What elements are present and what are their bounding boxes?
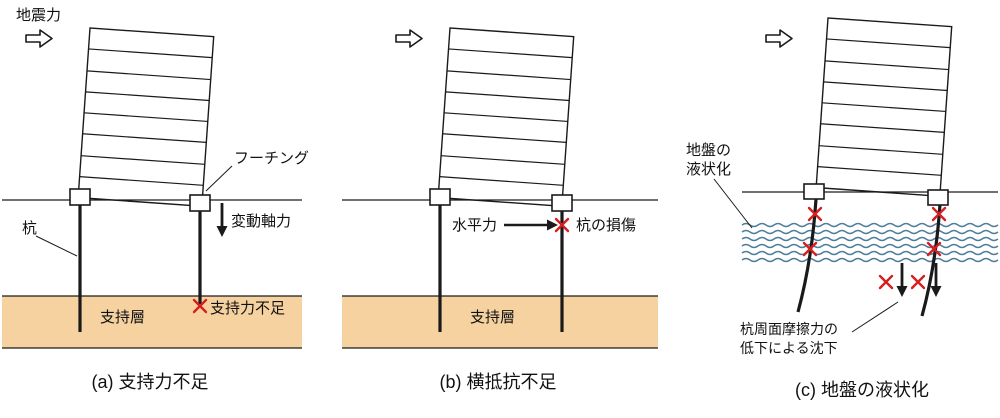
caption-b: (b) 横抵抗不足 [440,372,557,392]
caption-a: (a) 支持力不足 [92,372,209,392]
seismic-arrow-icon-b [395,29,423,48]
building-a [77,27,215,207]
panel-b: 水平力 杭の損傷 支持層 (b) 横抵抗不足 [342,27,658,392]
seismic-arrow-icon-c [765,29,793,48]
settlement-leader-line [851,301,899,333]
left-pile-c [796,198,818,313]
seismic-arrow-icon [25,29,53,48]
axial-force-down-arrow-icon [216,203,228,237]
right-footing-a [189,194,211,212]
axial-force-label: 変動軸力 [231,213,291,230]
liquefaction-leader-line [713,178,753,229]
building-b [437,27,575,207]
footing-label: フーチング [234,150,309,167]
left-footing-a [69,188,91,206]
horizontal-force-arrowhead-icon [547,219,558,231]
right-pile-c [920,203,942,317]
right-footing-c [927,189,949,206]
horizontal-force-label: 水平力 [452,217,497,234]
panel-a: 地震力 フーチング 変動軸力 杭 支持層 支持力不足 (a) 支持力不足 [2,7,309,392]
settlement-down-arrow-icon-1 [896,263,908,297]
bearing-failure-label: 支持力不足 [210,300,285,317]
settlement-label-line1: 杭周面摩擦力の [740,321,838,337]
bearing-layer-label-b: 支持層 [470,309,515,326]
pile-leader-line [35,235,78,257]
liquefaction-label-line2: 液状化 [686,161,731,178]
liquefaction-wave-band [741,222,999,263]
building-c [815,17,953,197]
settlement-x-mark-1 [878,274,894,290]
footing-leader-line [205,165,233,192]
settlement-x-mark-2 [910,274,926,290]
bearing-layer-band-b [342,296,658,348]
bearing-layer-band-a [2,296,302,348]
caption-c: (c) 地盤の液状化 [795,380,929,400]
liquefaction-label-line1: 地盤の [686,142,731,159]
pile-damage-label: 杭の損傷 [576,217,636,234]
left-footing-c [803,183,825,200]
left-footing-b [429,188,451,206]
pile-label: 杭 [22,220,37,237]
right-footing-b [551,194,573,212]
panel-c: 地盤の 液状化 杭周面摩擦力の 低下による沈下 (c) 地盤の液状化 [686,17,999,400]
bearing-layer-label-a: 支持層 [100,309,145,326]
seismic-force-label: 地震力 [16,7,61,24]
settlement-label-line2: 低下による沈下 [740,340,838,356]
